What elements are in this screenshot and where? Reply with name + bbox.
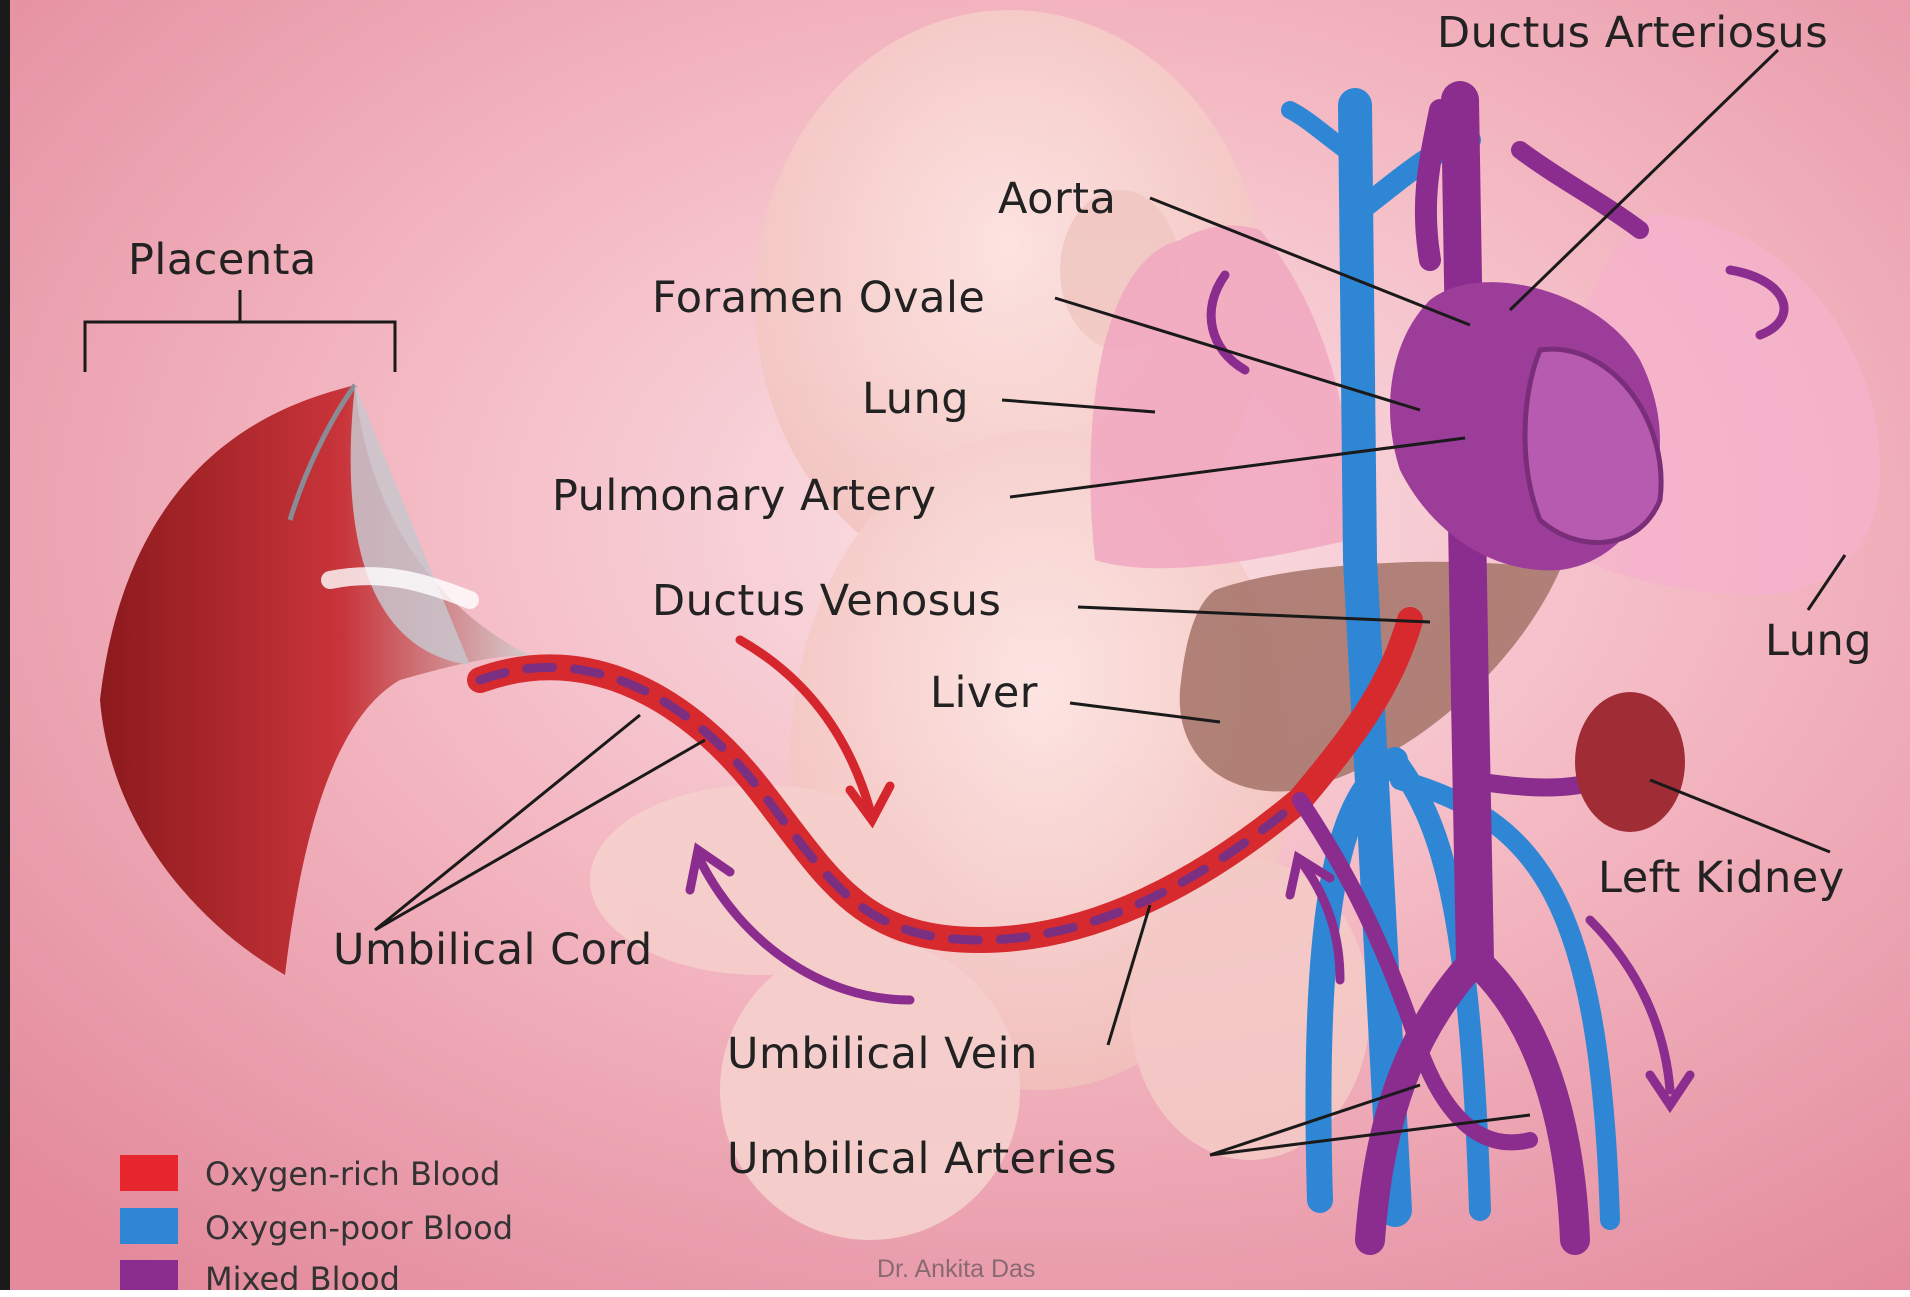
label-umbilical-vein: Umbilical Vein: [727, 1033, 1038, 1076]
label-pulmonary-artery: Pulmonary Artery: [552, 475, 937, 518]
label-placenta: Placenta: [128, 239, 317, 282]
label-liver: Liver: [930, 672, 1038, 715]
legend-swatch-oxygen-rich: [120, 1155, 178, 1191]
label-lung-right: Lung: [1765, 620, 1872, 663]
left-border: [0, 0, 10, 1297]
label-umbilical-cord: Umbilical Cord: [333, 929, 653, 972]
label-aorta: Aorta: [998, 178, 1116, 221]
legend-label-oxygen-rich: Oxygen-rich Blood: [205, 1158, 500, 1190]
legend-label-oxygen-poor: Oxygen-poor Blood: [205, 1212, 513, 1244]
label-umbilical-arteries: Umbilical Arteries: [727, 1138, 1117, 1181]
label-left-kidney: Left Kidney: [1598, 857, 1845, 900]
bottom-strip: [0, 1290, 1910, 1297]
author-credit: Dr. Ankita Das: [877, 1255, 1035, 1284]
label-ductus-venosus: Ductus Venosus: [652, 580, 1001, 623]
label-lung-left: Lung: [862, 378, 969, 421]
label-ductus-arteriosus: Ductus Arteriosus: [1437, 12, 1828, 55]
legend-swatch-oxygen-poor: [120, 1208, 178, 1244]
kidney-shape: [1575, 692, 1685, 832]
label-foramen-ovale: Foramen Ovale: [652, 277, 985, 320]
